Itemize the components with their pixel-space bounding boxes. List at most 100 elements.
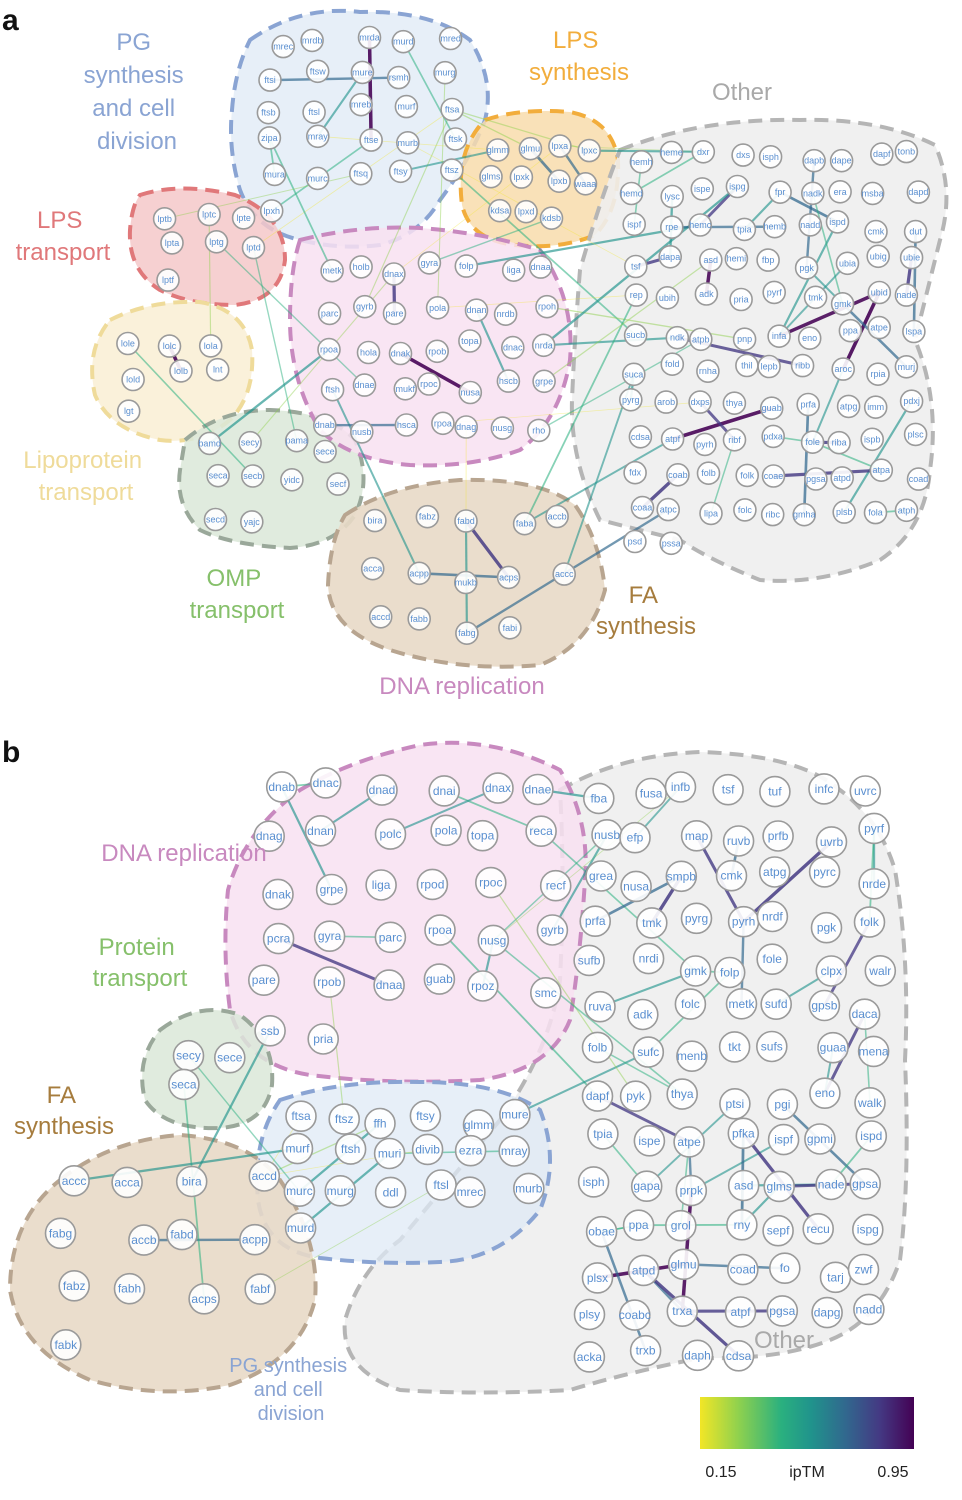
protein-node-circle	[727, 1169, 760, 1202]
protein-node-plsy: plsy	[573, 1298, 606, 1331]
protein-node-pria: pria	[729, 287, 753, 312]
protein-node-label: pare	[252, 973, 276, 987]
protein-node-label: nusg	[480, 933, 506, 947]
protein-node-circle	[815, 826, 848, 858]
protein-node-fdx: fdx	[623, 460, 647, 485]
protein-node-label: zwf	[855, 1263, 874, 1277]
protein-node-label: gpsb	[811, 999, 837, 1013]
protein-node-circle	[317, 337, 341, 362]
protein-node-circle	[729, 287, 753, 312]
protein-node-circle	[849, 1168, 882, 1200]
protein-node-gmk: gmk	[830, 291, 855, 316]
protein-node-circle	[313, 966, 346, 998]
protein-node-circle	[430, 814, 462, 847]
protein-node-circle	[808, 773, 840, 805]
protein-node-circle	[498, 1135, 531, 1167]
protein-node-label: tarj	[827, 1270, 844, 1284]
protein-node-nrda: nrda	[531, 333, 556, 358]
protein-node-circle	[573, 944, 605, 977]
protein-node-acka: acka	[573, 1341, 606, 1373]
protein-node-label: tmk	[642, 916, 662, 930]
protein-node-lpxd: lpxd	[514, 199, 538, 224]
protein-node-isph: isph	[758, 145, 783, 169]
protein-node-circle	[485, 138, 510, 162]
protein-node-seca: seca	[206, 463, 230, 488]
protein-node-hemd: hemd	[619, 181, 644, 206]
protein-node-label: fabd	[457, 516, 475, 526]
protein-node-label: folb	[701, 468, 716, 478]
protein-node-label: rny	[734, 1218, 751, 1232]
panel-letter-a: a	[2, 4, 19, 37]
protein-node-circle	[688, 213, 713, 237]
protein-node-circle	[587, 1118, 619, 1150]
protein-node-circle	[169, 359, 193, 383]
protein-node-label: ispe	[694, 184, 711, 194]
protein-node-circle	[490, 416, 515, 440]
protein-node-circle	[759, 775, 791, 808]
protein-node-infc: infc	[808, 773, 840, 805]
protein-node-nusg: nusg	[477, 924, 510, 957]
protein-node-label: rep	[630, 290, 643, 300]
protein-node-label: fold	[665, 359, 680, 369]
protein-node-circle	[724, 1296, 757, 1328]
protein-node-label: isph	[583, 1175, 605, 1189]
protein-node-circle	[696, 461, 721, 486]
protein-node-circle	[623, 323, 648, 348]
protein-node-label: mrec	[273, 42, 293, 52]
protein-node-label: pfka	[732, 1126, 755, 1140]
protein-node-circle	[666, 1295, 699, 1327]
protein-node-grpe: grpe	[532, 369, 556, 394]
protein-node-label: dnag	[256, 829, 283, 843]
protein-node-circle	[312, 413, 337, 438]
protein-node-circle	[811, 1296, 843, 1329]
protein-node-ispf: ispf	[622, 212, 647, 237]
interaction-edge	[811, 368, 845, 443]
interaction-edge	[823, 921, 871, 1007]
interaction-edge	[546, 306, 745, 340]
protein-node-circle	[382, 301, 407, 326]
protein-node-label: ftsz	[335, 1112, 354, 1126]
protein-node-label: prfb	[768, 829, 789, 843]
protein-node-circle	[525, 815, 557, 848]
protein-node-circle	[280, 467, 304, 492]
protein-node-label: hemc	[689, 220, 712, 230]
protein-node-circle	[830, 291, 855, 316]
protein-node-circle	[804, 1123, 836, 1155]
protein-node-circle	[373, 969, 405, 1001]
protein-node-label: pyrh	[696, 439, 714, 449]
protein-node-label: asd	[704, 255, 719, 265]
protein-node-pyrf: pyrf	[762, 280, 787, 305]
interaction-edge	[278, 937, 390, 987]
protein-node-fabk: fabk	[50, 1329, 82, 1361]
protein-node-label: fole	[805, 437, 820, 447]
interaction-edge	[523, 294, 638, 525]
protein-node-murd: murd	[284, 1212, 317, 1244]
protein-node-murf: murf	[281, 1132, 314, 1165]
protein-node-label: infa	[772, 331, 787, 341]
protein-node-tpia: tpia	[587, 1118, 619, 1150]
protein-node-label: lptg	[209, 237, 224, 247]
protein-node-accc: accc	[552, 562, 577, 586]
protein-node-label: cdsa	[726, 1349, 752, 1363]
protein-node-cmk: cmk	[715, 859, 748, 892]
protein-node-circle	[858, 867, 890, 900]
protein-node-label: fabz	[63, 1279, 86, 1293]
protein-node-circle	[830, 466, 855, 490]
protein-node-circle	[630, 495, 655, 520]
protein-node-cmk: cmk	[864, 219, 888, 244]
protein-node-murg: murg	[324, 1175, 357, 1207]
protein-node-msba: msba	[860, 181, 885, 206]
protein-node-recu: recu	[802, 1213, 835, 1245]
protein-node-circle	[722, 825, 755, 857]
protein-node-fpr: fpr	[768, 180, 792, 204]
protein-node-circle	[363, 508, 387, 533]
protein-node-pgk: pgk	[810, 911, 843, 944]
protein-node-label: grea	[589, 869, 613, 883]
protein-node-ftsk: ftsk	[443, 127, 468, 151]
protein-node-label: msba	[862, 188, 884, 198]
interaction-edge	[429, 217, 552, 264]
protein-node-fusa: fusa	[635, 777, 667, 810]
protein-node-label: murd	[287, 1221, 314, 1235]
protein-node-dnad: dnad	[366, 774, 398, 806]
protein-node-topa: topa	[466, 819, 499, 852]
